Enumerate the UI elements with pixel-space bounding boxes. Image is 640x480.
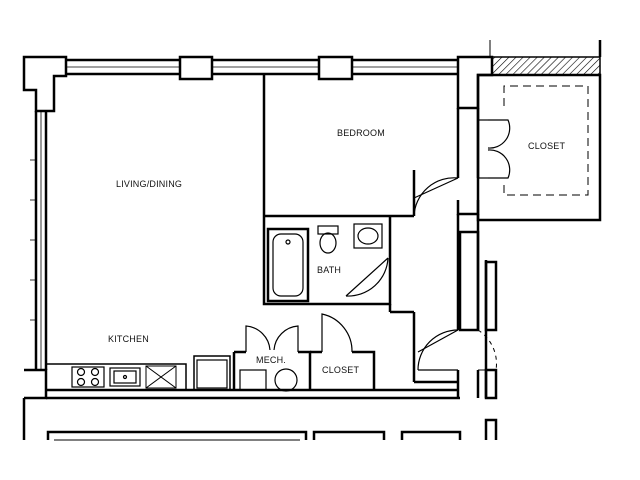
bath-sink	[353, 223, 383, 249]
mech-equipment	[239, 368, 298, 392]
cooktop	[71, 366, 105, 388]
label-bath: BATH	[317, 265, 342, 275]
refrigerator	[196, 359, 228, 389]
kitchen-counter	[45, 355, 231, 391]
label-closet-hall: CLOSET	[322, 365, 360, 375]
closet-right	[476, 40, 602, 222]
bathtub	[272, 233, 304, 297]
closet-double-door	[478, 119, 511, 179]
label-closet-bedroom: CLOSET	[528, 141, 566, 151]
bath-door	[345, 257, 389, 297]
entry-door	[417, 329, 459, 371]
toilet	[317, 225, 339, 254]
interior-walls	[232, 74, 480, 398]
label-mech: MECH.	[256, 355, 286, 365]
dishwasher	[145, 365, 177, 389]
bedroom-door	[413, 177, 459, 217]
exterior-walls	[22, 55, 494, 400]
label-living-dining: LIVING/DINING	[116, 179, 183, 189]
window-glazing	[30, 66, 458, 370]
mech-double-door	[245, 325, 299, 352]
closet-shelf-dashed	[503, 85, 589, 196]
label-kitchen: KITCHEN	[108, 334, 149, 344]
hall-closet-door	[321, 313, 353, 353]
kitchen-sink	[109, 367, 141, 387]
label-bedroom: BEDROOM	[337, 128, 385, 138]
corridor-walls	[458, 230, 498, 400]
adjacent-unit-walls	[46, 418, 498, 441]
